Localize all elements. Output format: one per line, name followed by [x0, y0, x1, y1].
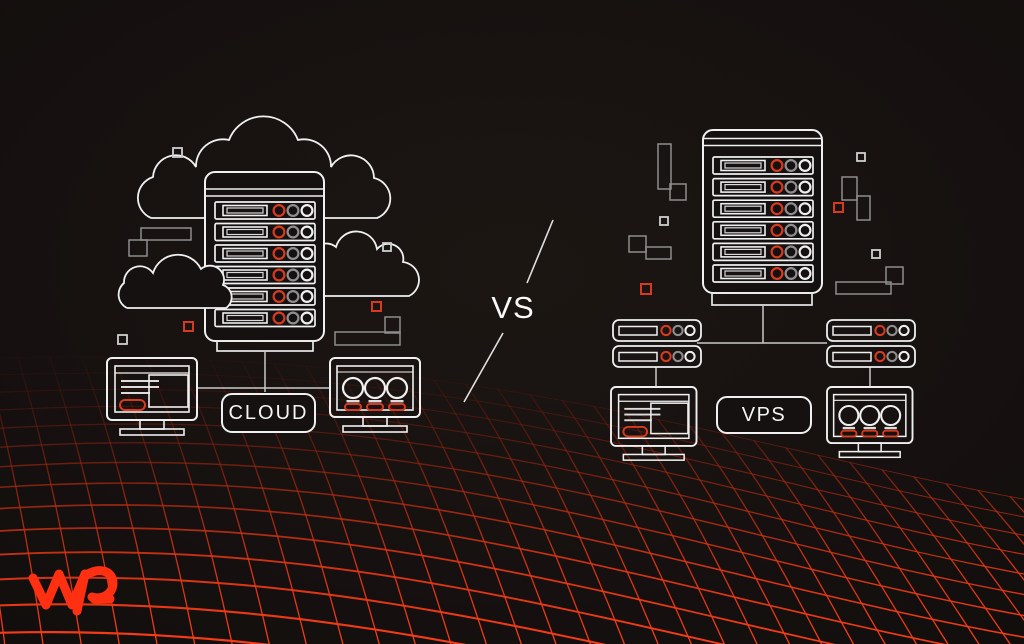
decor-shapes-left: [117, 147, 401, 346]
mini-server-icon: [826, 345, 916, 368]
network-lines: [655, 305, 871, 387]
versus-text: VS: [491, 290, 535, 325]
cloud-hosting-illustration: [106, 115, 422, 436]
vs-divider-slashes: [463, 219, 554, 403]
network-lines: [197, 351, 330, 392]
mini-server-icon: [612, 345, 702, 368]
cloud-label: CLOUD: [221, 393, 316, 433]
cloud-icon: [117, 253, 233, 309]
status-monitor-icon: [328, 356, 422, 434]
server-rack-icon: [702, 129, 823, 306]
decor-shapes-right: [628, 143, 904, 295]
vps-hosting-illustration: [610, 129, 916, 462]
vps-label: VPS: [716, 396, 812, 434]
wp-logo-icon: [28, 566, 118, 616]
mini-server-icon: [826, 319, 916, 342]
cloud-icon: [137, 115, 392, 219]
status-monitor-icon: [825, 385, 914, 459]
mini-server-icon: [612, 319, 702, 342]
server-rack-icon: [204, 171, 325, 352]
cloud-icon: [309, 230, 420, 297]
